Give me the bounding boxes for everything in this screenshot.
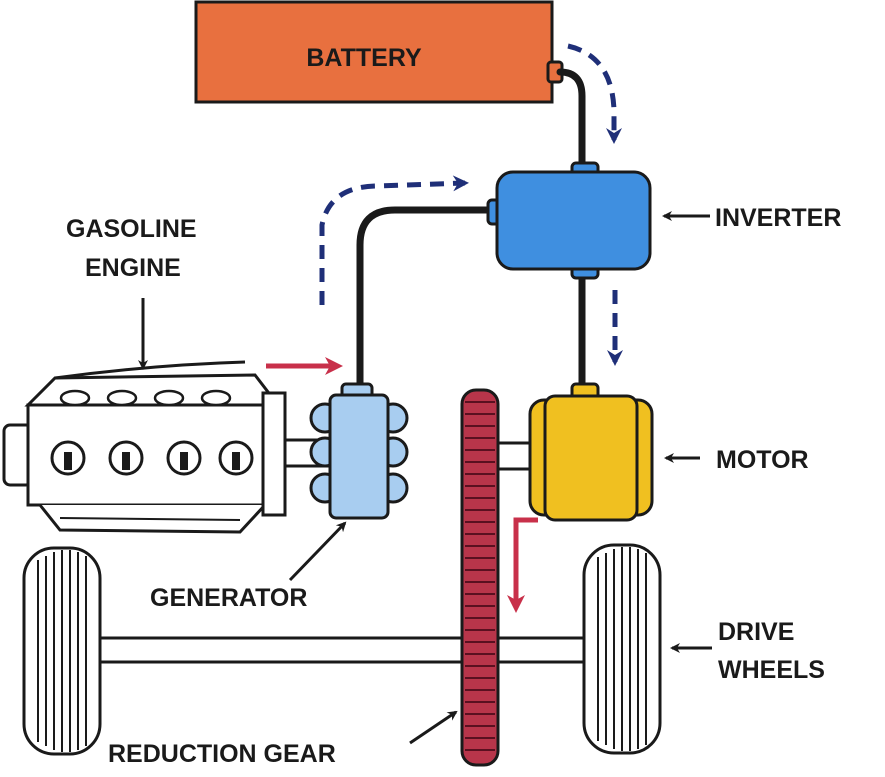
engine-label-line1: GASOLINE xyxy=(66,215,197,243)
gear-pointer-arrow xyxy=(409,710,458,745)
battery-label: BATTERY xyxy=(306,44,422,72)
power-cables xyxy=(356,68,586,396)
battery: BATTERY xyxy=(194,0,564,104)
inverter xyxy=(486,161,652,280)
right-wheel xyxy=(582,543,662,755)
motor-label: MOTOR xyxy=(716,446,809,474)
generator-label: GENERATOR xyxy=(150,584,307,612)
generator-to-inverter-flow-arrow xyxy=(319,175,469,305)
reduction-gear xyxy=(460,388,500,767)
electric-flow-arrows xyxy=(319,43,623,366)
motor xyxy=(528,382,654,522)
generator-pointer-arrow xyxy=(288,521,347,582)
wheels-label-line1: DRIVE xyxy=(718,618,794,646)
motor-to-wheels-flow-arrow xyxy=(507,517,538,613)
wheels-label-line2: WHEELS xyxy=(718,656,825,684)
left-wheel xyxy=(22,546,102,756)
mechanical-flow-arrows xyxy=(266,357,538,613)
gasoline-engine xyxy=(2,360,332,534)
label-pointers xyxy=(138,211,712,745)
generator xyxy=(309,382,409,520)
inverter-label: INVERTER xyxy=(715,204,841,232)
engine-label-line2: ENGINE xyxy=(85,254,181,282)
gear-label: REDUCTION GEAR xyxy=(108,740,336,768)
battery-to-inverter-flow-arrow xyxy=(567,43,622,144)
drive-axle xyxy=(96,636,590,664)
